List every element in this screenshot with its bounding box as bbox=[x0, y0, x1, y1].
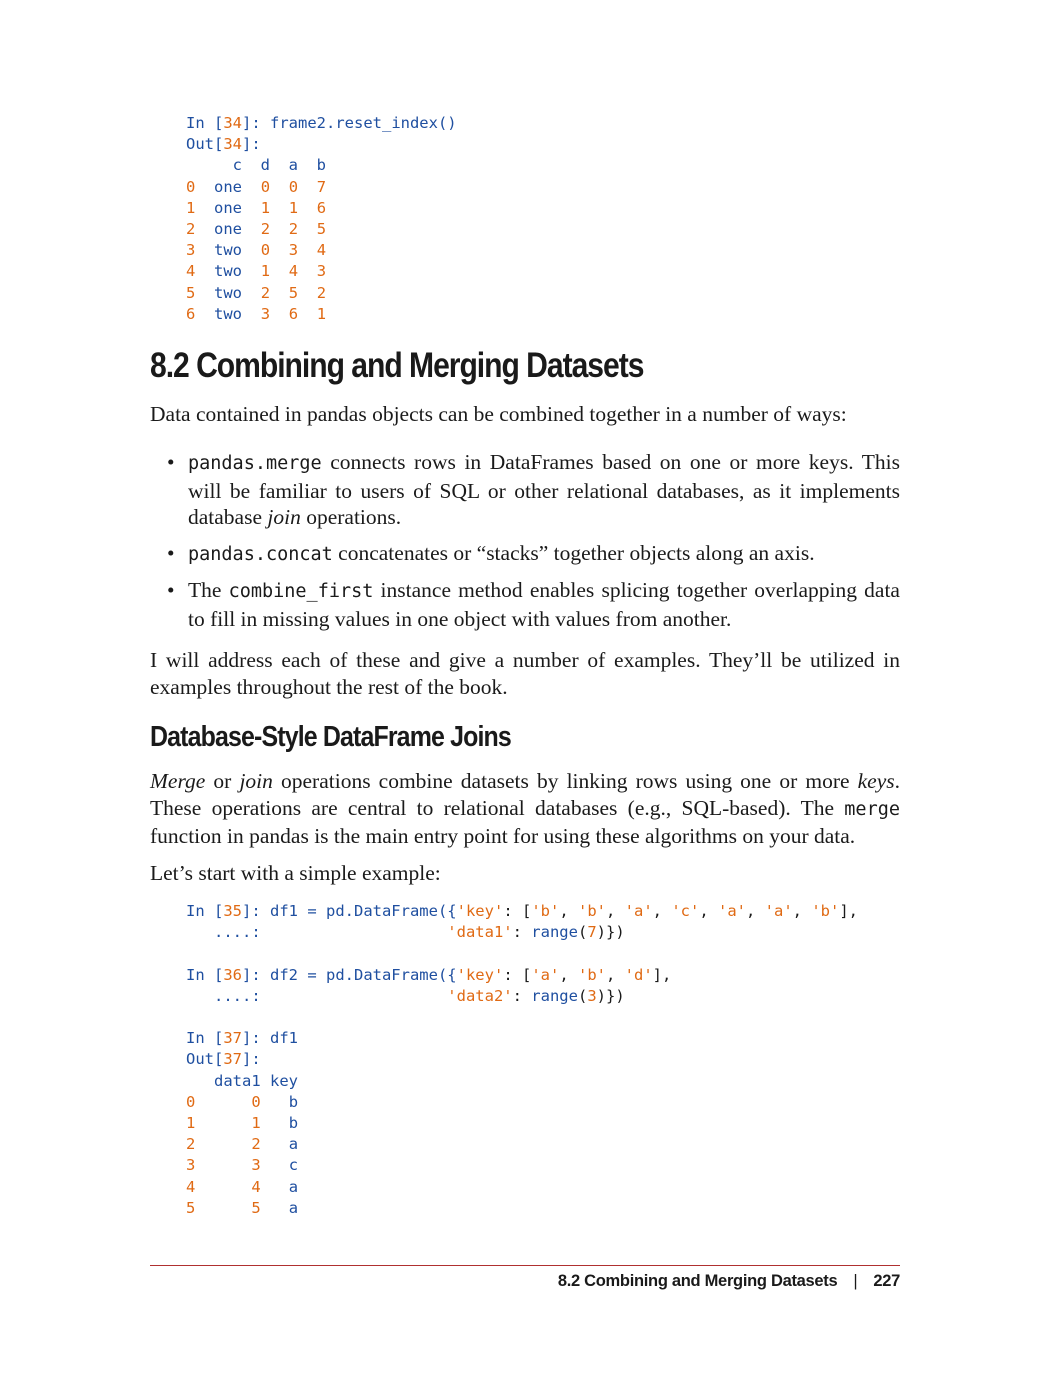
row-index: 2 bbox=[186, 220, 196, 239]
df1-header: data1 key bbox=[186, 1071, 298, 1090]
inline-code: merge bbox=[844, 798, 900, 820]
row-index: 0 bbox=[186, 177, 196, 196]
merge-paragraph: Merge or join operations combine dataset… bbox=[150, 769, 900, 848]
inline-code: combine_first bbox=[228, 581, 374, 602]
bullet-list: •pandas.merge connects rows in DataFrame… bbox=[150, 449, 900, 641]
section-title: 8.2 Combining and Merging Datasets bbox=[150, 346, 644, 385]
page-footer: 8.2 Combining and Merging Datasets | 227 bbox=[558, 1272, 900, 1291]
df1-rows: 0 0 b 1 1 b 2 2 a 3 3 c 4 4 a 5 5 a bbox=[186, 1092, 299, 1217]
code-block-dataframes: In [35]: df1 = pd.DataFrame({'key': ['b'… bbox=[186, 902, 859, 1217]
row-index: 6 bbox=[186, 304, 196, 323]
row-index: 5 bbox=[186, 283, 196, 302]
row-index: 3 bbox=[186, 241, 196, 260]
intro-paragraph: Data contained in pandas objects can be … bbox=[150, 402, 847, 426]
row-index: 1 bbox=[186, 1114, 196, 1133]
footer-section: 8.2 Combining and Merging Datasets bbox=[557, 1272, 838, 1290]
row-index: 0 bbox=[186, 1092, 196, 1111]
row-index: 5 bbox=[186, 1198, 196, 1217]
footer-rule bbox=[150, 1265, 900, 1266]
row-index: 2 bbox=[186, 1135, 196, 1154]
list-item: •pandas.concat concatenates or “stacks” … bbox=[167, 540, 815, 565]
list-item: •The combine_first instance method enabl… bbox=[167, 578, 900, 631]
inline-code: pandas.merge bbox=[188, 453, 322, 474]
output-header: c d a b bbox=[186, 156, 326, 175]
row-index: 4 bbox=[186, 1177, 196, 1196]
row-index: 4 bbox=[186, 262, 196, 281]
list-item: •pandas.merge connects rows in DataFrame… bbox=[167, 450, 900, 529]
row-index: 1 bbox=[186, 198, 196, 217]
footer-separator: | bbox=[853, 1272, 858, 1290]
page-number: 227 bbox=[873, 1272, 900, 1290]
inline-code: pandas.concat bbox=[188, 543, 333, 565]
row-index: 3 bbox=[186, 1156, 196, 1175]
code-block-reset-index: In [34]: frame2.reset_index() Out[34]: c… bbox=[186, 114, 457, 323]
start-paragraph: Let’s start with a simple example: bbox=[150, 861, 441, 885]
subsection-title: Database-Style DataFrame Joins bbox=[150, 721, 512, 753]
output-rows: 0 one 0 0 7 1 one 1 1 6 2 one 2 2 5 3 tw… bbox=[186, 177, 327, 323]
examples-paragraph: I will address each of these and give a … bbox=[150, 648, 900, 699]
